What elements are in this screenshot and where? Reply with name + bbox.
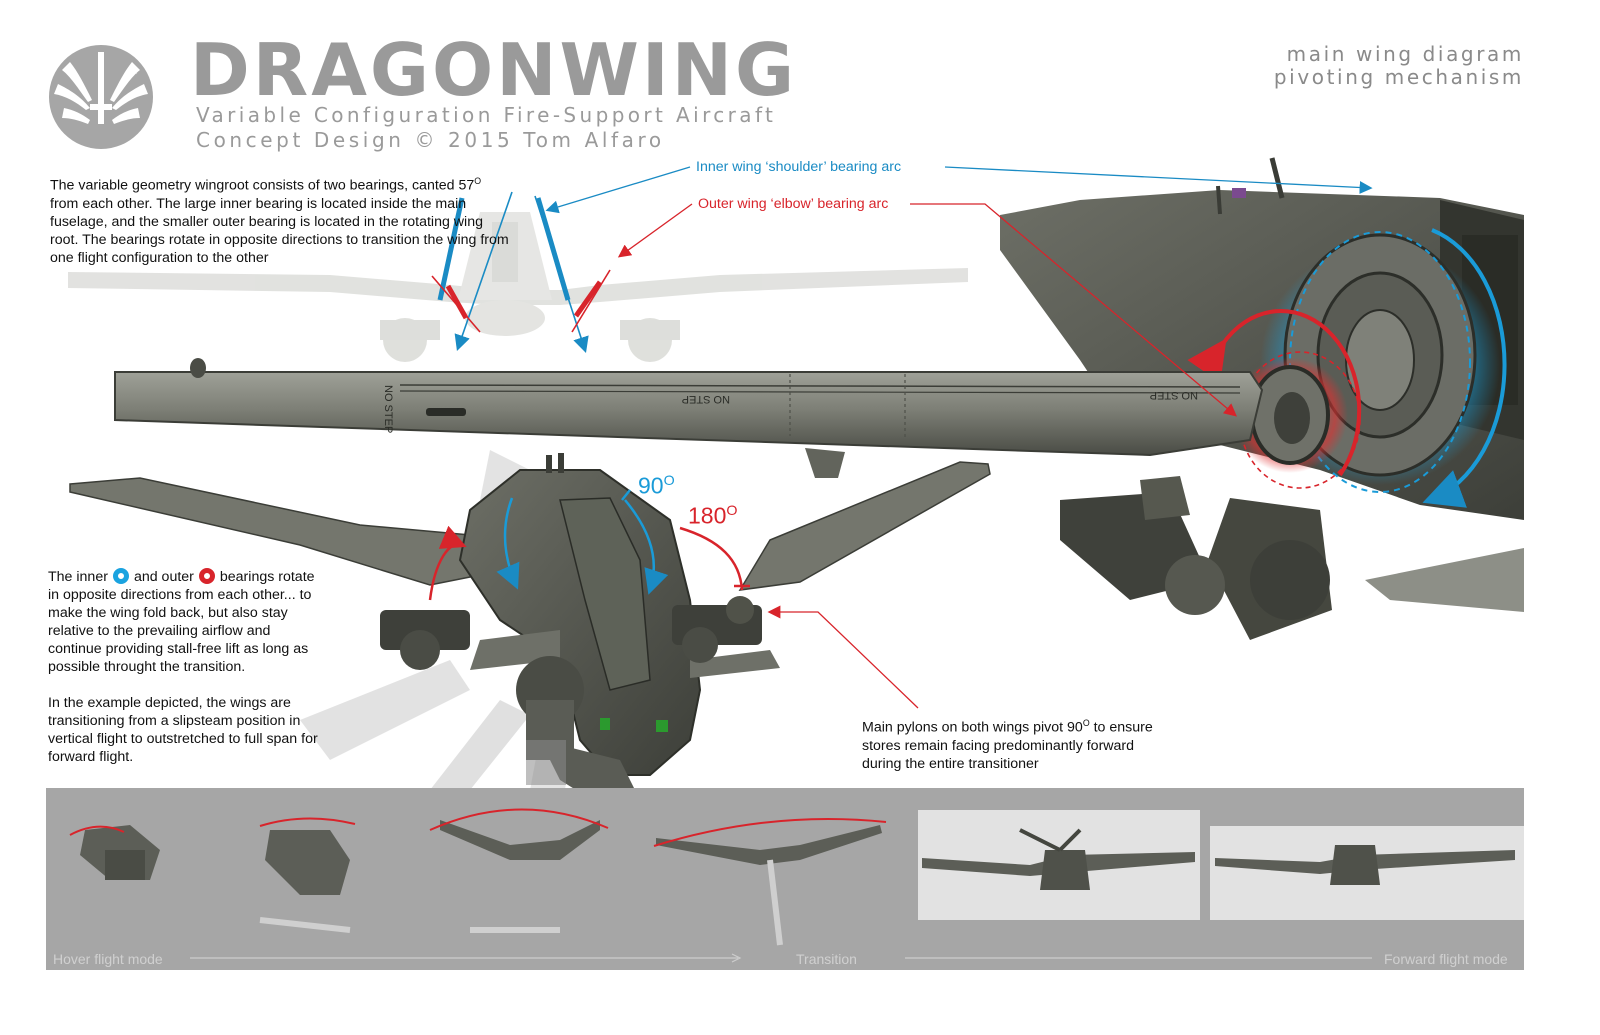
bearings-text-1: The inner [48, 569, 108, 585]
no-step-label: NO STEP [1150, 389, 1198, 401]
outer-bearing-callout: Outer wing ‘elbow’ bearing arc [698, 196, 889, 212]
pylon-text-2: to ensure stores remain facing predomina… [862, 719, 1153, 772]
intro-paragraph: The variable geometry wingroot consists … [50, 172, 510, 267]
angle-180-value: 180 [688, 502, 727, 529]
rotation-arrows [428, 489, 750, 601]
forward-mode-label: Forward flight mode [1384, 951, 1508, 967]
mid-transition-thumb [429, 808, 609, 933]
degree-mark: O [726, 503, 738, 519]
callout-leader-lines [545, 166, 1373, 709]
page-title: DRAGONWING [190, 28, 798, 112]
late-transition-thumb [653, 818, 887, 946]
hover-mode-label: Hover flight mode [53, 951, 163, 967]
forward-aircraft-1 [922, 828, 1195, 890]
corner-caption-2: pivoting mechanism [1273, 65, 1524, 89]
degree-mark: O [474, 176, 482, 186]
no-step-markings: NO STEP NO STEP NO STEP [382, 385, 1198, 433]
degree-mark: O [1082, 718, 1090, 728]
intro-text-1: The variable geometry wingroot consists … [50, 177, 459, 194]
bearings-text-2: and outer [133, 569, 194, 585]
pylon-paragraph: Main pylons on both wings pivot 90O to e… [862, 714, 1162, 773]
flight-mode-sequence [69, 808, 1524, 963]
degree-mark: O [663, 473, 675, 489]
subtitle-line-2: Concept Design © 2015 Tom Alfaro [196, 128, 665, 152]
ghost-bearing-markers [431, 191, 611, 354]
angle-90-value: 90 [638, 472, 664, 499]
inner-bearing-callout: Inner wing ‘shoulder’ bearing arc [696, 159, 902, 175]
wing-closeup-illustration [114, 157, 1524, 640]
intro-angle-value: 57 [458, 177, 475, 194]
subtitle-line-1: Variable Configuration Fire-Support Airc… [196, 103, 777, 127]
front-view-ghost-aircraft [68, 212, 968, 362]
bearings-text-3: bearings rotate in opposite directions f… [48, 569, 315, 675]
hover-thumb [69, 825, 160, 880]
forward-aircraft-2 [1215, 845, 1515, 885]
no-step-label: NO STEP [682, 393, 730, 405]
hover-transition-thumb [259, 817, 356, 933]
transition-label: Transition [796, 951, 857, 967]
angle-90-label: 90O [638, 474, 675, 498]
red-ring-icon [198, 568, 215, 584]
transition-aircraft-illustration [69, 450, 991, 805]
intro-text-2: from each other. The large inner bearing… [50, 195, 509, 266]
winged-sword-emblem-icon: ™ [49, 45, 153, 149]
angle-180-label: 180O [688, 504, 737, 528]
corner-caption-1: main wing diagram [1286, 42, 1524, 66]
blue-ring-icon [112, 568, 129, 584]
example-paragraph: In the example depicted, the wings are t… [48, 695, 318, 765]
trademark-mark: ™ [131, 71, 138, 79]
pylon-text-1: Main pylons on both wings pivot 90 [862, 719, 1083, 736]
no-step-label: NO STEP [382, 385, 394, 433]
